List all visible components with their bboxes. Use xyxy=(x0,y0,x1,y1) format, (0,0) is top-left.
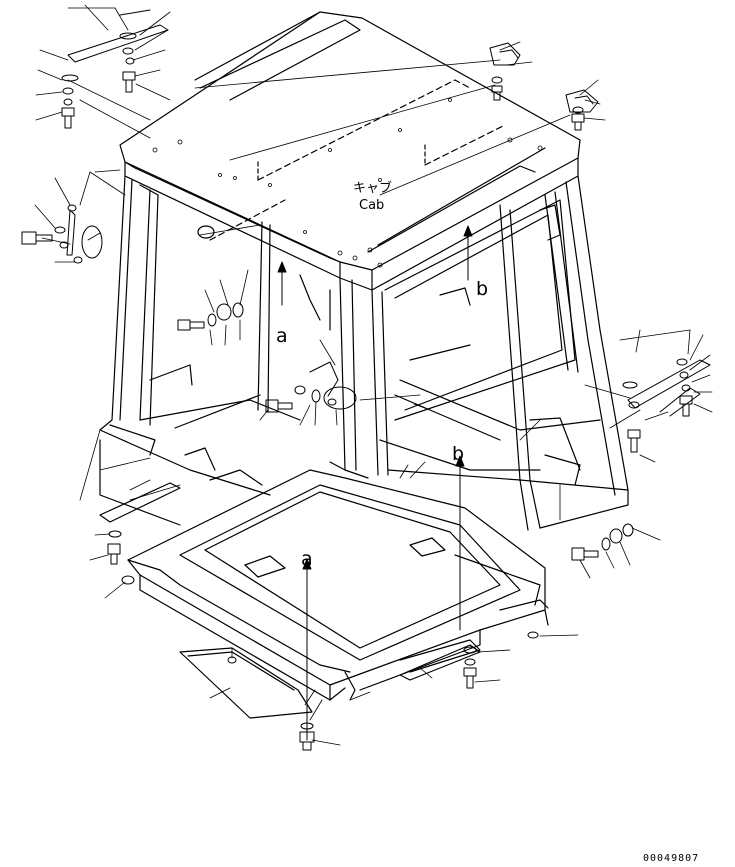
view-marker-a-upper: a xyxy=(276,325,288,347)
view-arrows xyxy=(277,225,473,741)
cab-roof xyxy=(119,11,581,291)
cab-label-jp: キャブ xyxy=(353,180,392,196)
cab-left-side xyxy=(99,175,301,526)
cab-floor xyxy=(127,461,549,701)
fasteners xyxy=(21,9,711,751)
leader-lines xyxy=(34,4,713,746)
view-marker-b-lower: b xyxy=(452,443,464,465)
cab-label-en: Cab xyxy=(359,198,384,213)
cab-center-pillar xyxy=(299,274,389,476)
drawing-number: 00049807 xyxy=(643,853,699,864)
view-marker-b-upper: b xyxy=(476,278,488,300)
view-marker-a-lower: a xyxy=(301,548,313,570)
cab-right-side xyxy=(379,175,629,531)
